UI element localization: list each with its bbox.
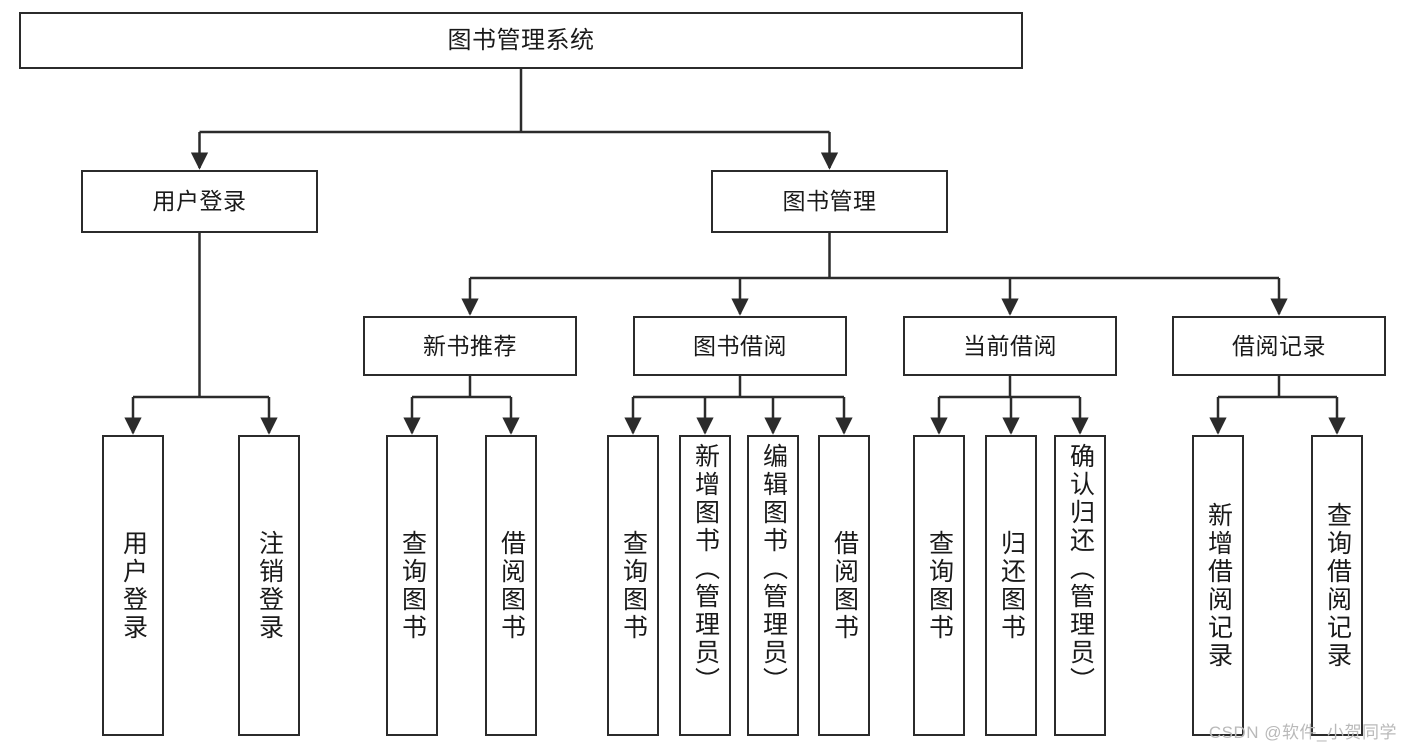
node-label: 图书借阅 (693, 332, 787, 359)
node-label: 查询图书 (925, 529, 954, 642)
node-label: 借阅图书 (830, 529, 859, 642)
node-leaf-logout[interactable]: 注销登录 (238, 435, 300, 736)
node-label: 用户登录 (152, 188, 247, 215)
node-label: 新增借阅记录 (1204, 501, 1233, 670)
node-leaf-borrow-book[interactable]: 借阅图书 (818, 435, 870, 736)
node-leaf-query-book-cur[interactable]: 查询图书 (913, 435, 965, 736)
watermark-label: CSDN @软件_小贺同学 (1208, 723, 1397, 742)
node-leaf-query-book-borrow[interactable]: 查询图书 (607, 435, 659, 736)
node-new-book-recommend[interactable]: 新书推荐 (363, 316, 577, 376)
node-label: 查询借阅记录 (1323, 501, 1352, 670)
node-label: 用户登录 (119, 529, 148, 642)
node-label: 查询图书 (619, 529, 648, 642)
node-leaf-query-record[interactable]: 查询借阅记录 (1311, 435, 1363, 736)
node-leaf-add-record[interactable]: 新增借阅记录 (1192, 435, 1244, 736)
node-leaf-edit-book[interactable]: 编辑图书（管理员） (747, 435, 799, 736)
node-book-manage[interactable]: 图书管理 (711, 170, 948, 233)
node-leaf-borrow-book-rec[interactable]: 借阅图书 (485, 435, 537, 736)
node-label: 新书推荐 (423, 332, 517, 359)
node-leaf-confirm-return[interactable]: 确认归还（管理员） (1054, 435, 1106, 736)
node-leaf-query-book-rec[interactable]: 查询图书 (386, 435, 438, 736)
node-borrow-record[interactable]: 借阅记录 (1172, 316, 1386, 376)
node-label: 当前借阅 (963, 332, 1057, 359)
node-label: 编辑图书（管理员） (759, 443, 788, 695)
node-label: 借阅记录 (1232, 332, 1326, 359)
node-leaf-add-book[interactable]: 新增图书（管理员） (679, 435, 731, 736)
node-label: 确认归还（管理员） (1066, 443, 1095, 695)
node-label: 图书管理 (782, 188, 877, 215)
node-label: 归还图书 (997, 529, 1026, 642)
node-leaf-return-book[interactable]: 归还图书 (985, 435, 1037, 736)
node-label: 借阅图书 (497, 529, 526, 642)
node-label: 查询图书 (398, 529, 427, 642)
node-root[interactable]: 图书管理系统 (19, 12, 1023, 69)
node-label: 新增图书（管理员） (691, 443, 720, 695)
node-book-borrow[interactable]: 图书借阅 (633, 316, 847, 376)
node-leaf-user-login[interactable]: 用户登录 (102, 435, 164, 736)
node-label: 图书管理系统 (447, 26, 595, 54)
node-current-borrow[interactable]: 当前借阅 (903, 316, 1117, 376)
node-user-login[interactable]: 用户登录 (81, 170, 318, 233)
node-label: 注销登录 (255, 529, 284, 642)
